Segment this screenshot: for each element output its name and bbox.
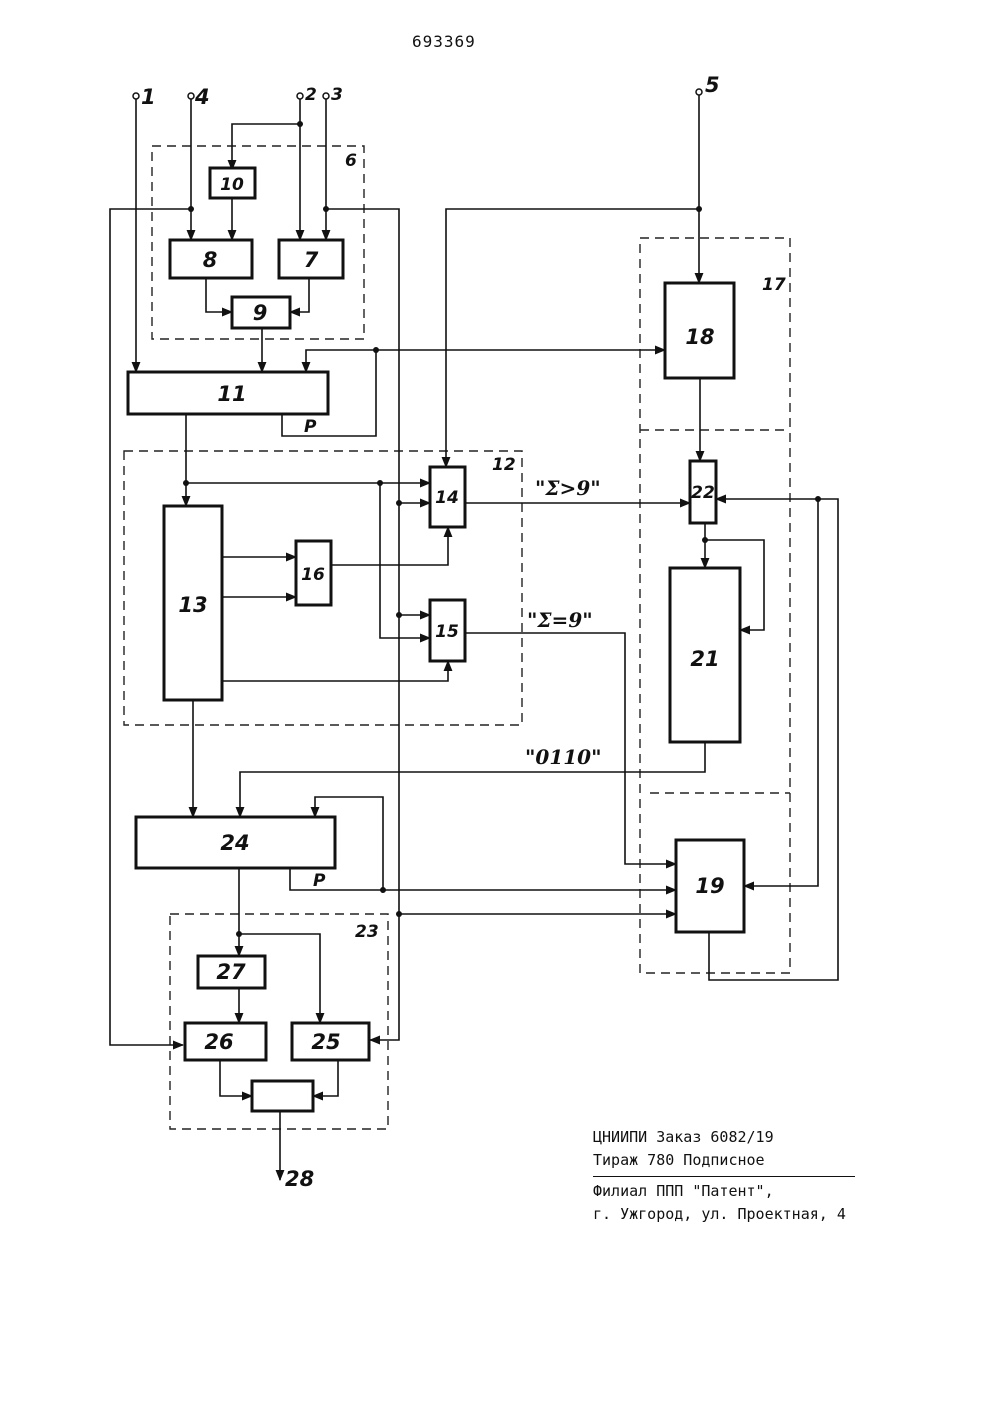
label-block-20: 21 [690,647,719,671]
label-block-8: 8 [203,248,218,272]
label-block-11: 11 [217,382,246,406]
imprint-order-line: ЦНИИПИ Заказ 6082/19 [593,1126,863,1149]
imprint-circulation-line: Тираж 780 Подписное [593,1149,863,1172]
label-group-12: 12 [492,455,516,475]
label-group-23: 23 [355,922,379,942]
block-27 [252,1081,313,1111]
label-input-5: 5 [705,73,720,97]
signal-code-0110: "0110" [525,745,602,769]
label-input-1: 1 [141,85,156,109]
label-block-25: 26 [204,1030,233,1054]
signal-sum-greater-9: "Σ>9" [535,476,601,500]
imprint-address-line: г. Ужгород, ул. Проектная, 4 [593,1203,863,1226]
label-p-block-11: P [304,417,317,437]
signal-sum-equal-9: "Σ=9" [527,608,593,632]
imprint-branch-line: Филиал ППП "Патент", [593,1180,863,1203]
input-leads [133,89,702,372]
label-p-block-22: P [313,871,326,891]
label-block-9: 9 [253,301,268,325]
label-block-21: 22 [691,483,715,503]
label-output-28: 28 [285,1167,314,1191]
label-input-3: 3 [331,85,343,105]
label-block-18: 18 [685,325,714,349]
label-input-2: 2 [305,85,317,105]
label-block-14: 14 [435,488,459,508]
label-group-6: 6 [345,151,357,171]
publisher-imprint: ЦНИИПИ Заказ 6082/19 Тираж 780 Подписное… [593,1126,863,1226]
label-block-26: 27 [216,960,246,984]
label-block-24: 25 [311,1030,340,1054]
imprint-divider [593,1176,855,1177]
label-block-16: 16 [301,565,325,585]
label-input-4: 4 [194,85,210,109]
label-block-10: 10 [220,175,244,195]
label-block-22: 24 [220,831,249,855]
label-block-19: 19 [695,874,724,898]
label-group-17: 17 [762,275,786,295]
label-block-7: 7 [304,248,319,272]
label-block-13: 13 [178,593,207,617]
label-block-15: 15 [435,622,459,642]
